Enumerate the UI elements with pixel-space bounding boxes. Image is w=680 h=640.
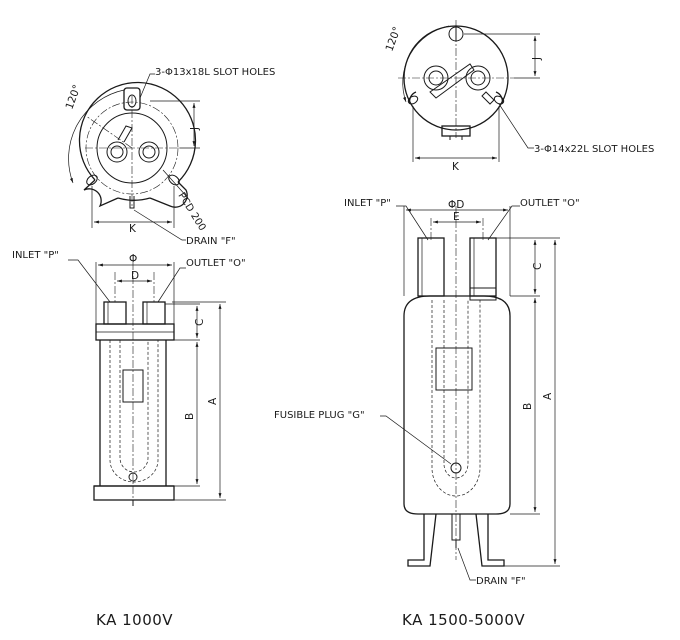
- small-dim-d: D: [131, 270, 139, 282]
- large-dim-j: J: [531, 57, 543, 61]
- small-angle-label: 120°: [64, 83, 84, 111]
- slot-hole-right: [168, 174, 180, 186]
- small-front-view: [68, 259, 226, 506]
- small-dim-j: J: [189, 127, 201, 131]
- large-dim-c: C: [532, 263, 544, 270]
- small-front-labels: INLET "P" OUTLET "O" Φ D C B A: [12, 250, 246, 420]
- small-dim-c: C: [194, 319, 206, 326]
- large-fusible-plug-label: FUSIBLE PLUG "G": [274, 410, 365, 421]
- large-dim-a: A: [542, 392, 554, 400]
- small-dim-a: A: [207, 397, 219, 405]
- small-top-view: [68, 73, 200, 241]
- large-outlet-label: OUTLET "O": [520, 198, 580, 209]
- large-front-view: [380, 205, 560, 581]
- large-model-caption: KA 1500-5000V: [402, 611, 525, 629]
- large-slot-holes-label: 3-Φ14x22L SLOT HOLES: [534, 144, 654, 155]
- small-pcd-label: PCD 200: [175, 191, 207, 233]
- large-nameplate: [435, 347, 473, 391]
- small-drain-label: DRAIN "F": [186, 236, 236, 247]
- small-slot-holes-label: 3-Φ13x18L SLOT HOLES: [155, 67, 275, 78]
- large-dim-phid: ΦD: [448, 199, 464, 211]
- large-inlet-label: INLET "P": [344, 198, 391, 209]
- slot-hole-left: [86, 174, 98, 186]
- small-top-labels: 3-Φ13x18L SLOT HOLES 120° J K PCD 200 DR…: [64, 67, 276, 247]
- small-dim-b: B: [184, 413, 196, 420]
- small-outlet-label: OUTLET "O": [186, 258, 246, 269]
- large-angle-label: 120°: [384, 25, 404, 53]
- large-dim-b: B: [522, 403, 534, 410]
- large-top-view: [398, 20, 540, 162]
- small-dim-phi: Φ: [129, 253, 137, 265]
- small-inlet-label: INLET "P": [12, 250, 59, 261]
- small-dim-k: K: [129, 223, 137, 235]
- large-top-labels: 120° J K 3-Φ14x22L SLOT HOLES: [384, 25, 655, 173]
- large-front-labels: INLET "P" OUTLET "O" ΦD E C B A FUSIBLE …: [274, 198, 580, 587]
- large-dim-e: E: [453, 211, 460, 223]
- large-drain-label: DRAIN "F": [476, 576, 526, 587]
- small-model-caption: KA 1000V: [96, 611, 173, 629]
- large-dim-k: K: [452, 161, 460, 173]
